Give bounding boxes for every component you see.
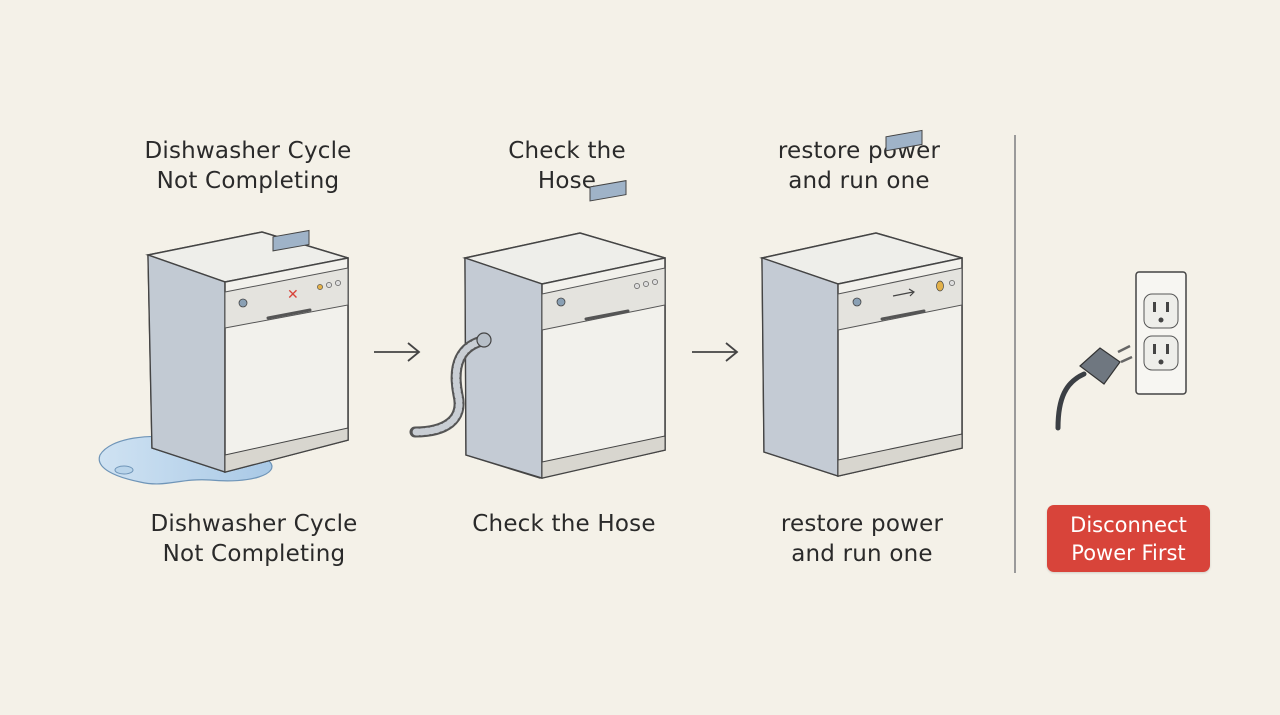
step-2-bottom-label: Check the Hose	[472, 511, 656, 537]
power-button-icon	[238, 298, 248, 308]
dishwasher-leak-illustration: ✕	[98, 229, 349, 485]
step-1-top-label: Dishwasher Cycle Not Completing	[144, 138, 352, 194]
warning-badge: Disconnect Power First	[1047, 505, 1210, 572]
step-2-top-label: Check the Hose	[508, 138, 626, 194]
error-x-icon: ✕	[287, 287, 299, 303]
wall-outlet-plug-illustration	[1055, 271, 1187, 431]
plug-head	[1079, 347, 1121, 385]
power-cord	[1055, 371, 1087, 431]
dishwasher-running-illustration	[759, 129, 963, 477]
step-1-bottom-label: Dishwasher Cycle Not Completing	[150, 511, 358, 567]
status-light-icon	[936, 280, 944, 292]
dishwasher-hose-illustration	[409, 180, 666, 479]
outlet-plate	[1135, 271, 1187, 395]
arrow-right-icon	[374, 342, 421, 362]
arrow-right-icon	[692, 342, 739, 362]
step-3-top-label: restore power and run one	[777, 138, 941, 194]
water-drop	[114, 465, 134, 475]
play-arrow-icon	[892, 291, 914, 297]
hose-connector	[476, 332, 492, 348]
step-3-bottom-label: restore power and run one	[780, 511, 944, 567]
section-divider	[1014, 135, 1016, 573]
